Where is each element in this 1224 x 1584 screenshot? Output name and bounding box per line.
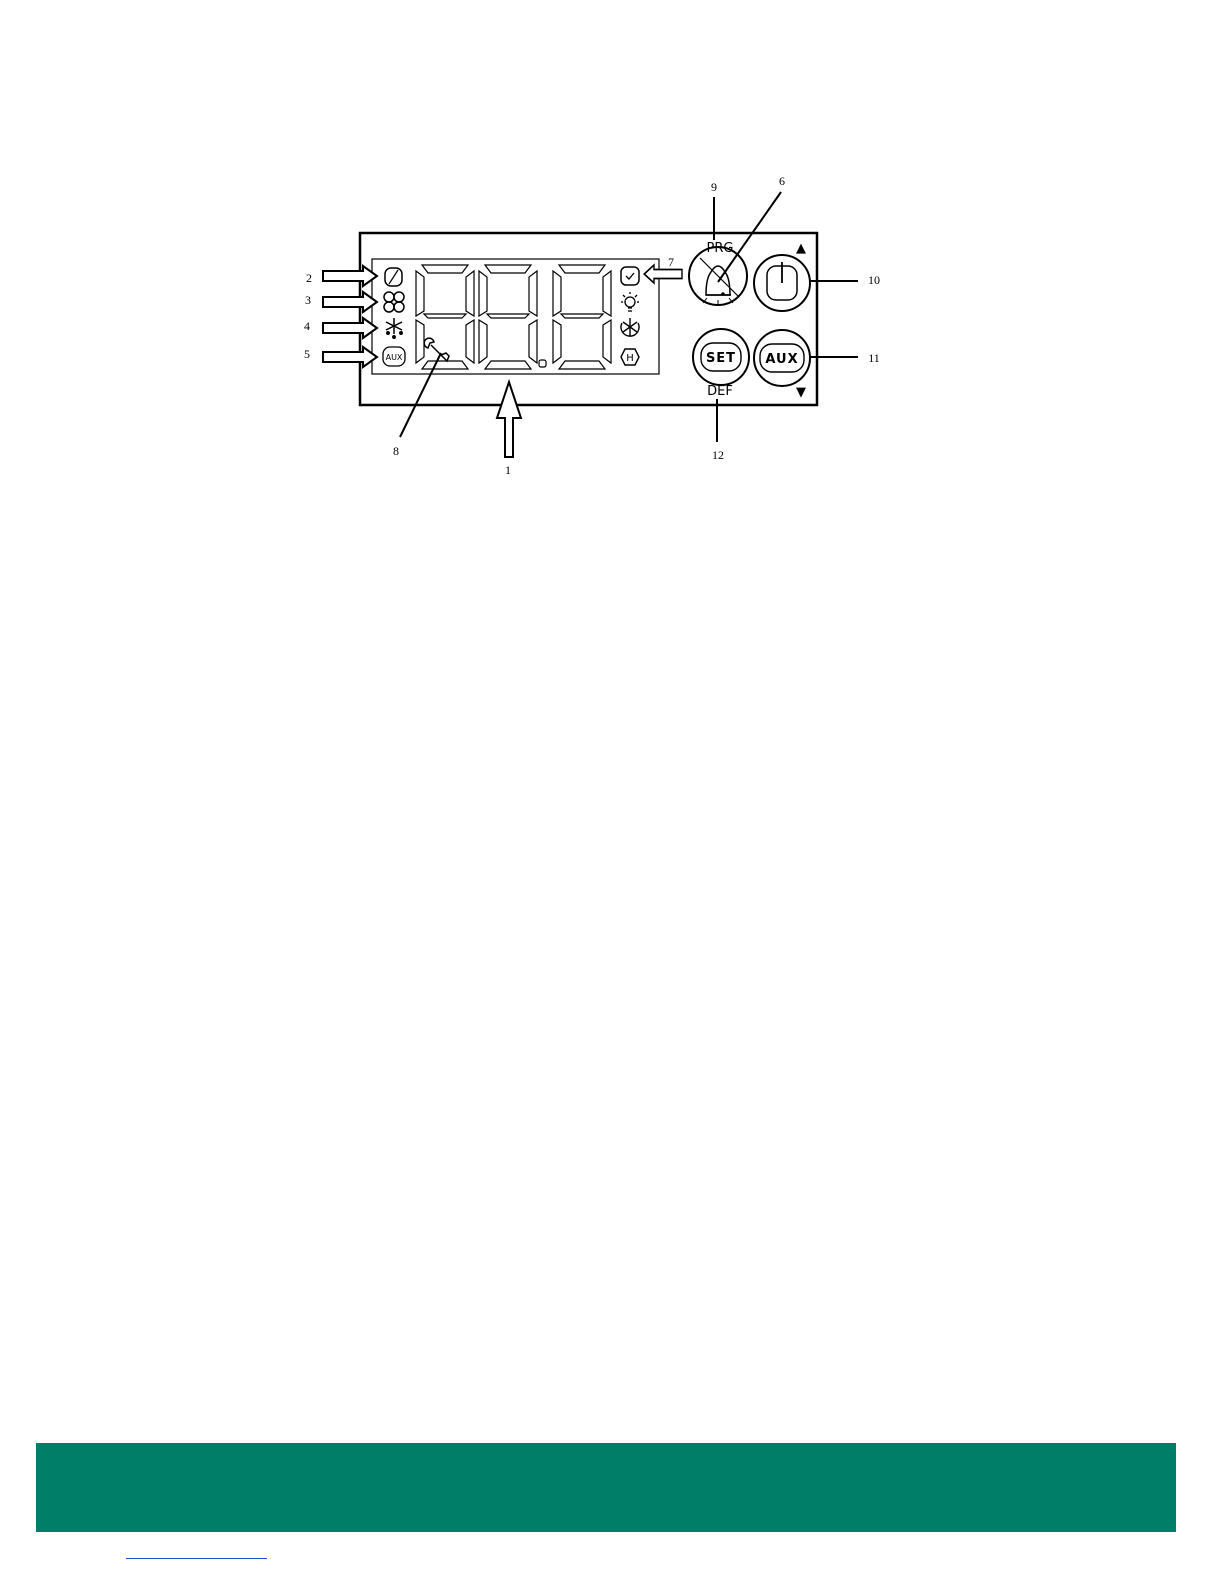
callout-11: 11 — [868, 351, 880, 365]
aux-button-label: AUX — [765, 352, 798, 367]
lcd-display — [372, 259, 659, 374]
callout-5: 5 — [304, 347, 310, 361]
power-button[interactable] — [754, 255, 810, 311]
callout-arrow-5 — [323, 347, 377, 367]
leader-line-6 — [718, 192, 781, 282]
digit-2 — [479, 265, 537, 369]
callout-8: 8 — [393, 444, 399, 458]
footer-band — [36, 1443, 1176, 1532]
callout-7: 7 — [668, 255, 674, 269]
callout-1: 1 — [505, 463, 511, 477]
set-button-label: SET — [706, 351, 736, 366]
set-def-button[interactable]: SET — [693, 329, 749, 385]
callout-arrow-1 — [497, 382, 521, 457]
callout-6: 6 — [779, 174, 785, 188]
leader-line-8 — [400, 353, 441, 437]
footer-link-underline[interactable] — [126, 1558, 267, 1559]
down-arrow-label: ▼ — [796, 385, 806, 400]
clock-icon — [621, 267, 639, 285]
callout-arrow-7 — [644, 265, 682, 283]
decimal-point — [539, 360, 546, 367]
continuous-cycle-icon — [621, 318, 639, 336]
fan-icon — [384, 292, 404, 312]
prg-label: PRG — [707, 241, 734, 256]
aux-icon-label: AUX — [386, 353, 403, 362]
callout-arrow-4 — [323, 318, 377, 338]
digit-3 — [553, 265, 611, 369]
callout-2: 2 — [306, 271, 312, 285]
haccp-icon-label: H — [626, 353, 634, 364]
callout-arrow-2 — [323, 266, 377, 286]
callout-arrow-3 — [323, 292, 377, 312]
compressor-icon — [385, 268, 402, 286]
aux-button[interactable]: AUX — [754, 330, 810, 386]
service-wrench-icon — [424, 338, 449, 361]
defrost-icon — [386, 318, 402, 338]
callout-3: 3 — [305, 293, 311, 307]
haccp-icon: H — [621, 349, 639, 365]
up-arrow-label: ▲ — [796, 241, 806, 256]
light-icon — [621, 292, 639, 311]
aux-icon: AUX — [383, 347, 405, 366]
callout-10: 10 — [868, 273, 880, 287]
callout-9: 9 — [711, 180, 717, 194]
def-label: DEF — [707, 384, 733, 399]
callout-12: 12 — [712, 448, 724, 462]
callout-4: 4 — [304, 319, 310, 333]
